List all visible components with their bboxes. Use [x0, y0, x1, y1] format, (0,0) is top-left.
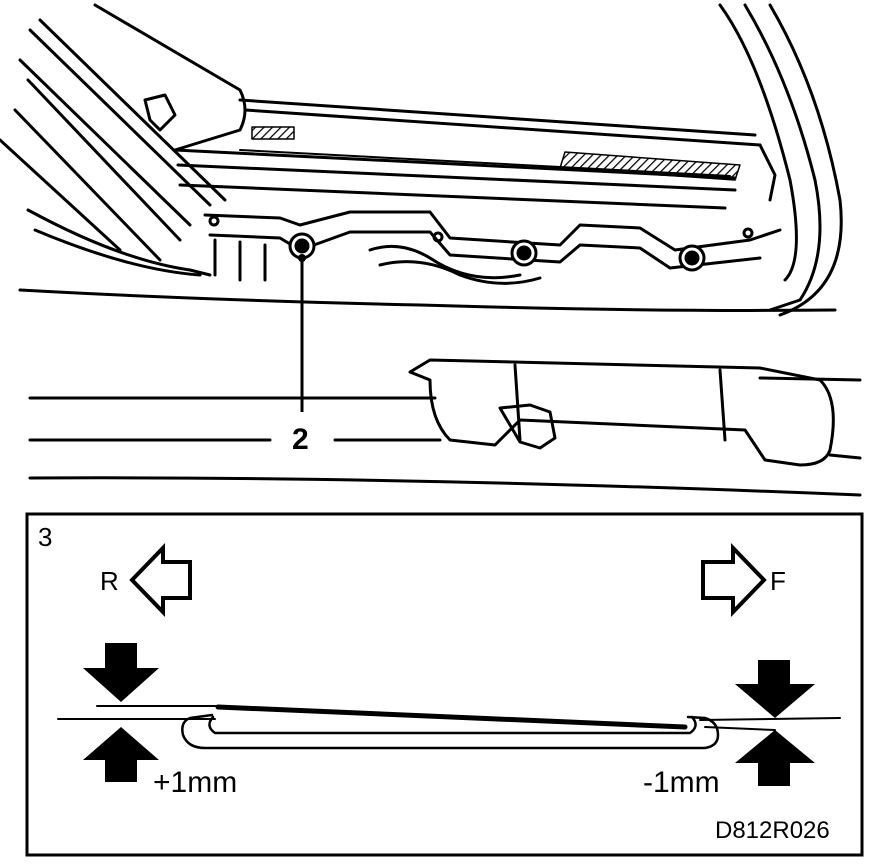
front-label: F — [770, 566, 786, 596]
bolt-right — [678, 244, 706, 272]
front-gap-arrows-icon — [735, 660, 815, 786]
panel-height-section — [57, 704, 841, 750]
bolt-middle — [510, 239, 538, 267]
bolt-left — [288, 232, 316, 260]
rear-label: R — [100, 566, 119, 596]
rear-gap-arrows-icon — [83, 643, 159, 782]
detail-number-label: 3 — [38, 522, 53, 552]
rear-adjustment-label: +1mm — [153, 766, 238, 799]
rear-direction-arrow-icon — [129, 543, 192, 617]
callout-label-2: 2 — [292, 423, 309, 456]
detail-box-3 — [25, 512, 864, 857]
callout-2-leader — [298, 254, 306, 412]
roof-panel-view — [0, 3, 862, 497]
front-direction-arrow-icon — [701, 543, 767, 617]
figure-code-label: D812R026 — [715, 817, 830, 844]
front-adjustment-label: -1mm — [643, 766, 720, 799]
